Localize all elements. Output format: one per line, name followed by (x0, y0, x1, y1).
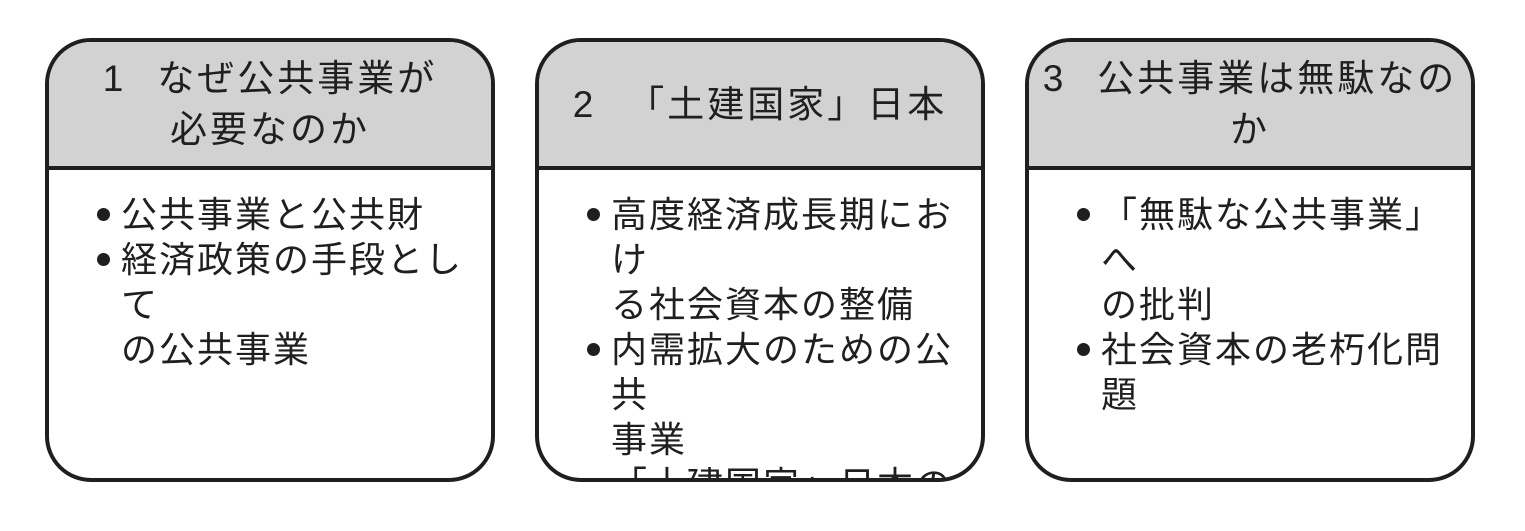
card-2: 2 「土建国家」日本 高度経済成長期におけ る社会資本の整備 内需拡大のための公共… (535, 38, 985, 482)
card-number: 3 (1042, 58, 1064, 99)
card-1: 1 なぜ公共事業が 必要なのか 公共事業と公共財 経済政策の手段として の公共事業 (45, 38, 495, 482)
card-number: 1 (102, 58, 124, 99)
bullet-item: 「土建国家」日本の事 業実施形態 (539, 462, 967, 478)
card-1-header-line: 1 なぜ公共事業が 必要なのか (93, 53, 448, 155)
card-1-header: 1 なぜ公共事業が 必要なのか (49, 42, 491, 170)
card-number: 2 (572, 83, 594, 125)
card-3-body: 「無駄な公共事業」へ の批判 社会資本の老朽化問題 (1029, 170, 1471, 478)
card-2-header: 2 「土建国家」日本 (539, 42, 981, 170)
card-3-header-line: 3 公共事業は無駄なのか (1029, 53, 1471, 155)
bullet-item: 内需拡大のための公共 事業 (539, 327, 967, 462)
card-2-header-line: 2 「土建国家」日本 (563, 79, 958, 130)
card-title: 公共事業は無駄なのか (1097, 58, 1458, 150)
bullet-item: 経済政策の手段として の公共事業 (49, 237, 477, 372)
card-3: 3 公共事業は無駄なのか 「無駄な公共事業」へ の批判 社会資本の老朽化問題 (1025, 38, 1475, 482)
bullet-item: 公共事業と公共財 (49, 192, 477, 237)
bullet-item: 「無駄な公共事業」へ の批判 (1029, 192, 1457, 327)
card-2-body: 高度経済成長期におけ る社会資本の整備 内需拡大のための公共 事業 「土建国家」… (539, 170, 981, 478)
card-title: なぜ公共事業が 必要なのか (157, 58, 438, 150)
bullet-item: 高度経済成長期におけ る社会資本の整備 (539, 192, 967, 327)
bullet-item: 社会資本の老朽化問題 (1029, 327, 1457, 417)
card-title: 「土建国家」日本 (627, 83, 948, 125)
card-3-header: 3 公共事業は無駄なのか (1029, 42, 1471, 170)
card-1-body: 公共事業と公共財 経済政策の手段として の公共事業 (49, 170, 491, 478)
